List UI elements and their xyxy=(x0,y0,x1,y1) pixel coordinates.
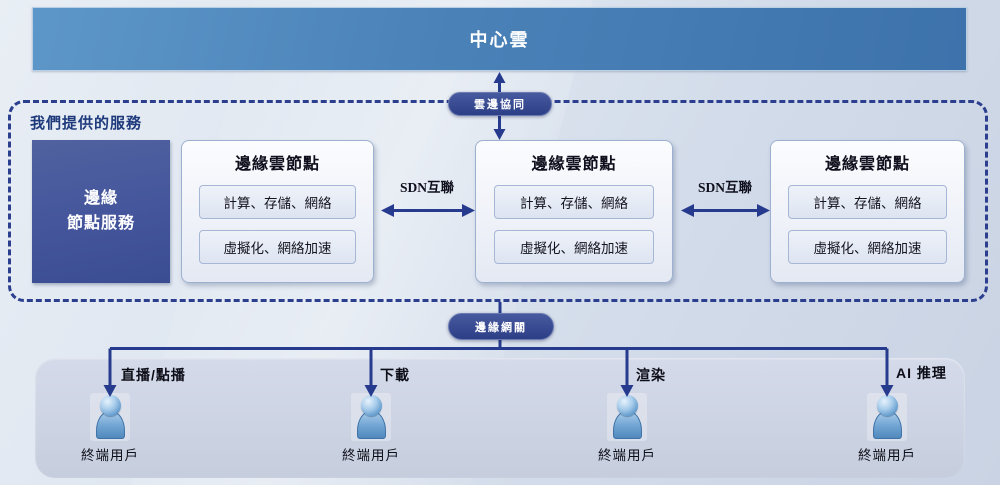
end-user-label: 終端用戶 xyxy=(81,448,139,463)
edge-cloud-node-card: 邊緣雲節點 計算、存儲、網絡 虛擬化、網絡加速 xyxy=(475,140,673,283)
sdn-interconnect-label: SDN互聯 xyxy=(697,180,752,195)
end-user-label: 終端用戶 xyxy=(342,448,400,463)
edge-node-service-panel: 邊緣 節點服務 xyxy=(32,140,170,283)
end-user-label: 終端用戶 xyxy=(858,448,916,463)
user-icon-head xyxy=(876,395,898,416)
cloud-edge-collaboration-badge: 雲邊協同 xyxy=(448,92,552,116)
node-title: 邊緣雲節點 xyxy=(234,156,320,173)
node-capability: 計算、存儲、網絡 xyxy=(199,185,356,219)
sdn-interconnect-label: SDN互聯 xyxy=(399,180,454,195)
end-user-group: 終端用戶 xyxy=(74,393,146,464)
user-icon xyxy=(607,393,647,441)
node-title: 邊緣雲節點 xyxy=(531,156,617,173)
edge-cloud-node-card: 邊緣雲節點 計算、存儲、網絡 虛擬化、網絡加速 xyxy=(181,140,374,283)
node-title: 邊緣雲節點 xyxy=(824,156,910,173)
services-region-label: 我們提供的服務 xyxy=(30,115,143,132)
user-icon-head xyxy=(99,395,121,416)
user-icon-head xyxy=(360,395,382,416)
end-user-group: 終端用戶 xyxy=(851,393,923,464)
node-capability: 虛擬化、網絡加速 xyxy=(493,230,655,264)
branch-label-download: 下載 xyxy=(380,367,410,383)
node-capability: 虛擬化、網絡加速 xyxy=(199,230,356,264)
node-capability: 虛擬化、網絡加速 xyxy=(788,230,947,264)
end-user-group: 終端用戶 xyxy=(591,393,663,464)
node-capability: 計算、存儲、網絡 xyxy=(493,185,655,219)
end-user-group: 終端用戶 xyxy=(335,393,407,464)
end-users-panel xyxy=(35,358,965,478)
branch-label-ai-inference: AI 推理 xyxy=(896,365,947,381)
user-icon xyxy=(867,393,907,441)
edge-cloud-node-card: 邊緣雲節點 計算、存儲、網絡 虛擬化、網絡加速 xyxy=(770,140,965,283)
user-icon xyxy=(351,393,391,441)
central-cloud-banner: 中心雲 xyxy=(32,7,967,71)
edge-node-service-label: 邊緣 節點服務 xyxy=(66,189,135,232)
branch-label-live-vod: 直播/點播 xyxy=(121,367,186,383)
branch-label-rendering: 渲染 xyxy=(636,367,666,383)
end-user-label: 終端用戶 xyxy=(598,448,656,463)
central-cloud-label: 中心雲 xyxy=(469,30,530,50)
user-icon-head xyxy=(616,395,638,416)
node-capability: 計算、存儲、網絡 xyxy=(788,185,947,219)
user-icon xyxy=(90,393,130,441)
edge-gateway-badge: 邊緣網關 xyxy=(448,313,554,340)
